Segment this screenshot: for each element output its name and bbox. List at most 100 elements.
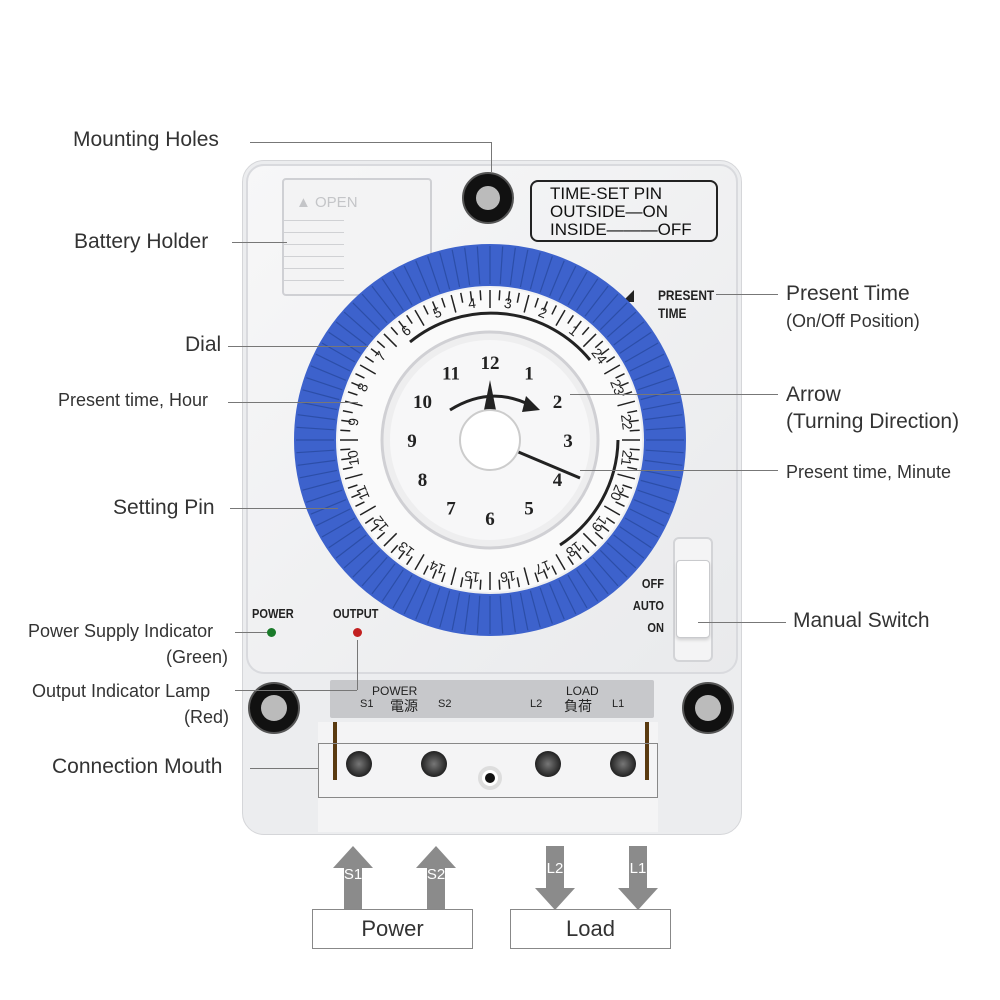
setting-pin (499, 595, 504, 634)
dial-tick (603, 364, 621, 375)
setting-pin (306, 489, 343, 503)
label-battery-holder: Battery Holder (74, 230, 209, 253)
setting-pin (427, 256, 441, 293)
setting-pin (310, 499, 347, 515)
setting-pin (539, 587, 553, 624)
dial-tick (629, 448, 640, 451)
dial-tick (582, 532, 597, 547)
dial-tick (364, 517, 375, 524)
dial-12h-number: 4 (553, 470, 563, 491)
dial-24h-number: 14 (427, 557, 448, 578)
arrow-l2-label: L2 (546, 860, 564, 877)
dial-tick (359, 364, 377, 375)
dial-24h-number: 3 (503, 295, 513, 312)
pin-legend-title: TIME-SET PIN (550, 184, 663, 203)
dial-tick (619, 492, 629, 499)
setting-pin (343, 542, 374, 569)
dial-tick (341, 419, 352, 423)
setting-pin (592, 556, 619, 587)
strip-s1: S1 (360, 698, 374, 710)
setting-pin (371, 563, 396, 595)
manual-switch[interactable] (676, 560, 710, 638)
dial-tick (376, 340, 386, 349)
dial-tick (628, 419, 639, 423)
setting-pin (361, 293, 388, 324)
setting-pin (619, 331, 652, 354)
setting-pin (642, 401, 681, 411)
setting-pin (371, 285, 396, 317)
setting-pin (361, 556, 388, 587)
setting-pin (558, 579, 577, 615)
dial-24h-number: 11 (352, 483, 372, 503)
dial-24h-number: 15 (463, 568, 481, 586)
dial-tick (342, 466, 353, 470)
mounting-hole-right (682, 682, 734, 734)
dial-tick (390, 544, 399, 554)
label-power-supply-note: (Green) (166, 647, 229, 667)
setting-pin (549, 260, 565, 297)
dial-tick (414, 553, 425, 571)
setting-pin (321, 517, 356, 538)
strip-power-cn: 電源 (390, 698, 418, 714)
dial-knob (459, 409, 521, 471)
battery-open-text: ▲ OPEN (296, 194, 358, 211)
dial-tick (469, 578, 473, 589)
dial-12h-number: 8 (418, 470, 428, 491)
setting-pin (599, 302, 628, 331)
dial-tick (406, 555, 413, 566)
arrow-down-l1-icon: L1 (618, 846, 658, 910)
setting-pin (645, 426, 684, 431)
dial-tick (567, 555, 574, 566)
terminal-screw-s2[interactable] (421, 751, 447, 777)
strip-l1: L1 (612, 698, 625, 710)
arrow-down-l2-icon: L2 (535, 846, 575, 910)
setting-pin (392, 271, 413, 306)
dial-tick (523, 294, 530, 313)
dial-tick (479, 290, 482, 301)
terminal-label-strip: POWER S1 電源 S2 LOAD L2 負荷 L1 (330, 680, 654, 718)
dial-tick (340, 429, 351, 432)
dial-tick (450, 567, 457, 586)
time-set-pin-legend: TIME-SET PIN OUTSIDE—ON INSIDE———OFF (530, 180, 718, 242)
pin-legend-inside: INSIDE———OFF (550, 220, 692, 239)
dial-tick (516, 577, 520, 588)
present-mark-line1: PRESENT (658, 287, 715, 303)
dial-tick (370, 348, 380, 356)
dial-tick (516, 292, 520, 303)
label-present-time: Present Time (786, 282, 910, 305)
dial-24h-number: 17 (532, 557, 553, 578)
terminal-screw-l1[interactable] (610, 751, 636, 777)
dial-tick (355, 372, 365, 379)
load-box: Load (510, 909, 671, 949)
setting-pin (619, 526, 652, 549)
dial-tick (622, 484, 633, 489)
connection-mouth-outline (318, 743, 658, 798)
arrow-s1-label: S1 (343, 866, 363, 883)
arrow-s2-label: S2 (426, 866, 446, 883)
dial-24h-number: 10 (344, 449, 362, 467)
setting-pin (606, 311, 637, 338)
dial-12h-number: 6 (485, 509, 495, 530)
setting-pin (567, 574, 588, 609)
dial-tick (498, 290, 501, 301)
setting-pin (415, 583, 431, 620)
setting-pin (576, 278, 599, 311)
setting-pin (519, 592, 529, 631)
strip-l2: L2 (530, 698, 543, 710)
dial-tick (376, 531, 386, 540)
terminal-screw-l2[interactable] (535, 751, 561, 777)
setting-pin (310, 365, 347, 381)
output-led (353, 628, 362, 637)
setting-pin (592, 293, 619, 324)
dial-tick (629, 429, 640, 432)
switch-auto-label: AUTO (632, 598, 664, 613)
label-arrow-note: (Turning Direction) (786, 410, 960, 433)
dial-24h-number: 20 (607, 483, 628, 504)
terminal-screw-s1[interactable] (346, 751, 372, 777)
setting-pin (624, 342, 659, 363)
setting-pin (403, 579, 422, 615)
setting-pin (299, 401, 338, 411)
strip-power: POWER (372, 684, 418, 698)
setting-pin (549, 583, 565, 620)
